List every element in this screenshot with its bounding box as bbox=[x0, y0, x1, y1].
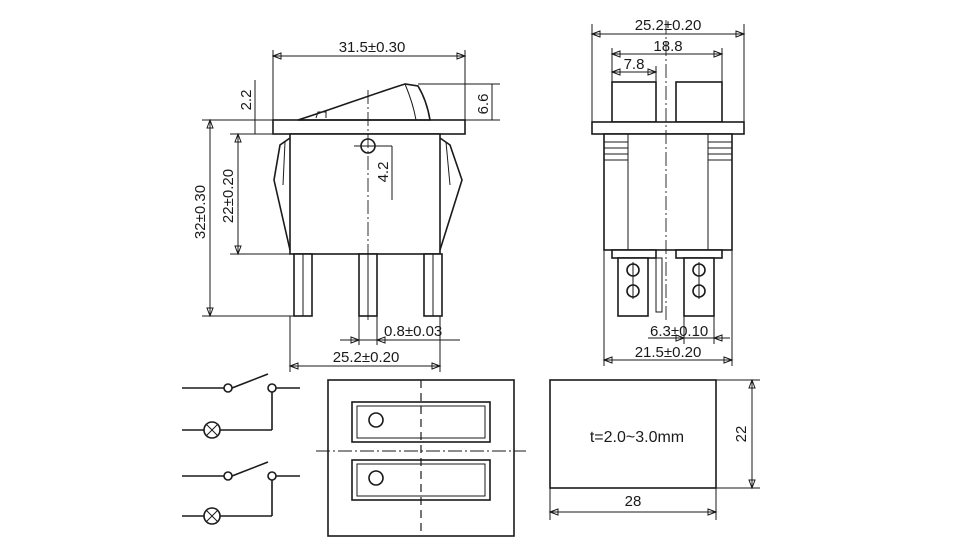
dim-pad-width: 7.8 bbox=[624, 56, 645, 73]
side-pad-left bbox=[611, 81, 657, 123]
dim-terminal-thickness: 0.8±0.03 bbox=[384, 323, 442, 340]
front-body bbox=[289, 133, 441, 255]
wiring-schematic bbox=[182, 373, 300, 525]
front-top-plate bbox=[272, 119, 466, 135]
dim-cutout-width: 28 bbox=[625, 493, 642, 510]
panel-thickness-note: t=2.0~3.0mm bbox=[590, 429, 684, 446]
dim-pivot: 4.2 bbox=[375, 162, 392, 183]
dim-rocker-height: 6.6 bbox=[475, 94, 492, 115]
cutout-rect bbox=[549, 379, 717, 489]
dim-terminal-width: 6.3±0.10 bbox=[650, 323, 708, 340]
dim-side-inner-width: 18.8 bbox=[653, 38, 682, 55]
dim-body-width: 25.2±0.20 bbox=[333, 349, 400, 366]
dim-side-top-width: 25.2±0.20 bbox=[635, 17, 702, 34]
front-rocker bbox=[297, 83, 431, 121]
panel-cutout: t=2.0~3.0mm 22 28 bbox=[548, 378, 760, 520]
side-flange bbox=[591, 121, 745, 135]
top-view bbox=[316, 379, 526, 537]
dim-total-height: 32±0.30 bbox=[192, 185, 209, 239]
indicator-upper bbox=[368, 412, 384, 428]
dim-rocker-offset: 2.2 bbox=[238, 90, 255, 111]
side-body bbox=[603, 133, 733, 251]
front-view: 31.5±0.30 6.6 2.2 4.2 22±0.20 32±0.30 0. bbox=[192, 39, 500, 372]
side-view: 25.2±0.20 18.8 7.8 6.3±0.10 21.5±0.20 bbox=[590, 17, 746, 366]
dim-front-top-width: 31.5±0.30 bbox=[339, 39, 406, 56]
indicator-lower bbox=[368, 470, 384, 486]
dim-side-body-width: 21.5±0.20 bbox=[635, 344, 702, 361]
dim-body-height: 22±0.20 bbox=[220, 169, 237, 223]
dim-cutout-height: 22 bbox=[733, 426, 750, 443]
side-pad-right bbox=[675, 81, 723, 123]
